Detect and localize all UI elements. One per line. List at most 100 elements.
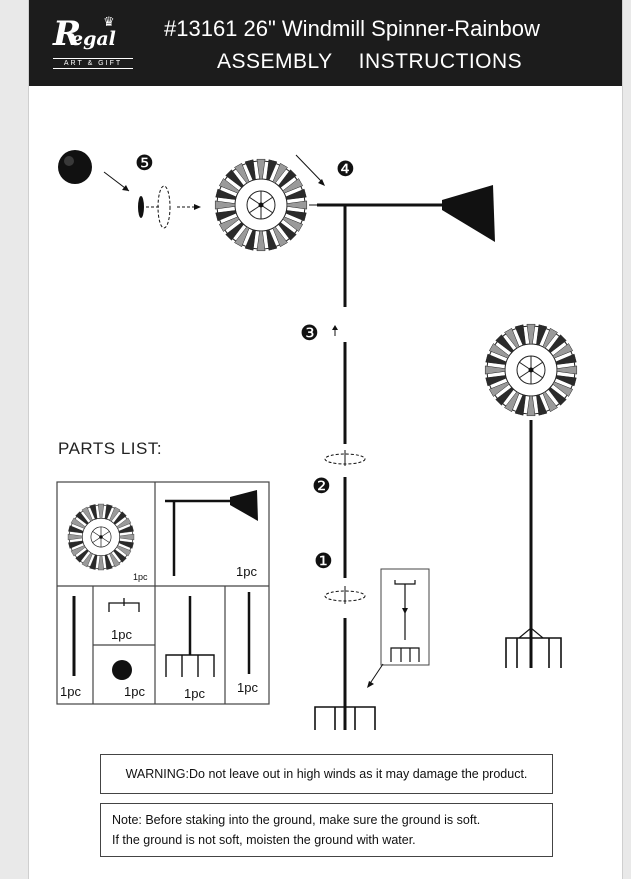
part-bracket: [108, 598, 140, 612]
blade: [286, 200, 308, 210]
blade: [278, 222, 297, 241]
brand-logo: R egal ♛ ART & GIFT: [53, 14, 133, 70]
logo-tagline: ART & GIFT: [53, 58, 133, 69]
blade: [104, 504, 113, 520]
qty-ball: 1pc: [124, 684, 145, 699]
washer: [138, 196, 144, 218]
blade: [113, 549, 127, 563]
blade: [75, 549, 89, 563]
blade: [218, 216, 240, 232]
assembly-diagram: [56, 150, 578, 730]
qty-tail-arm: 1pc: [236, 564, 257, 579]
step-4-marker: ❹: [336, 158, 355, 181]
qty-stake: 1pc: [184, 686, 205, 701]
blade: [81, 506, 93, 522]
blade: [285, 210, 307, 222]
crown-icon: ♛: [103, 14, 115, 29]
blade: [548, 334, 567, 353]
blade: [556, 365, 578, 375]
qty-bracket: 1pc: [111, 627, 132, 642]
blade: [526, 323, 536, 345]
part-ball: [112, 660, 132, 680]
subtitle-assembly: ASSEMBLY: [217, 50, 333, 73]
instruction-sheet: R egal ♛ ART & GIFT #13161 26" Windmill …: [28, 0, 623, 879]
blade: [234, 162, 250, 184]
blade: [70, 545, 86, 557]
blade: [272, 226, 288, 248]
blade: [256, 158, 266, 180]
blade: [215, 210, 237, 222]
qty-pole-1: 1pc: [60, 684, 81, 699]
blade: [68, 540, 84, 549]
blade: [244, 159, 256, 181]
note-line-1: Note: Before staking into the ground, ma…: [112, 813, 481, 827]
step-3-marker: ❸: [300, 322, 319, 345]
blade: [244, 229, 256, 251]
blade: [118, 525, 134, 534]
blade: [119, 533, 135, 541]
blade: [282, 216, 304, 232]
note-box: Note: Before staking into the ground, ma…: [100, 803, 553, 857]
part-wheel: [67, 503, 135, 571]
blade: [218, 178, 240, 194]
blade: [97, 555, 105, 571]
blade: [555, 375, 577, 387]
parts-list-title: PARTS LIST:: [58, 439, 163, 458]
part-stake: [165, 596, 215, 677]
logo-letter: R: [53, 14, 82, 54]
qty-pole-2: 1pc: [237, 680, 258, 695]
blade: [266, 229, 278, 251]
windmill-wheel-top: [214, 158, 308, 252]
product-title: #13161 26" Windmill Spinner-Rainbow: [164, 16, 540, 41]
subtitle-instructions: INSTRUCTIONS: [358, 50, 523, 73]
blade: [272, 162, 288, 184]
logo-wordmark: egal: [71, 28, 116, 50]
blade: [225, 169, 244, 188]
blade: [526, 395, 536, 417]
blade: [504, 327, 520, 349]
blade: [485, 375, 507, 387]
blade: [75, 511, 89, 525]
blade: [215, 188, 237, 200]
windmill-wheel-assembled: [484, 323, 578, 417]
blade: [266, 159, 278, 181]
blade: [81, 552, 93, 568]
blade: [495, 387, 514, 406]
blade: [225, 222, 244, 241]
blade: [282, 178, 304, 194]
blade: [109, 552, 121, 568]
blade: [542, 391, 558, 413]
blade: [89, 504, 98, 520]
blade: [214, 200, 236, 210]
qty-wheel: 1pc: [133, 572, 148, 582]
blade: [488, 343, 510, 359]
step-1-marker: ❶: [314, 550, 333, 573]
blade: [109, 506, 121, 522]
blade: [504, 391, 520, 413]
blade: [104, 554, 113, 570]
blade: [536, 324, 548, 346]
blade: [113, 511, 127, 525]
blade: [70, 517, 86, 529]
blade: [552, 343, 574, 359]
blade: [116, 517, 132, 529]
blade: [118, 540, 134, 549]
blade: [514, 324, 526, 346]
document-subtitle: ASSEMBLY INSTRUCTIONS: [217, 50, 522, 74]
step-5-marker: ❺: [135, 152, 154, 175]
blade: [485, 353, 507, 365]
part-tail-arm: [165, 490, 258, 576]
warning-box: WARNING:Do not leave out in high winds a…: [100, 754, 553, 794]
blade: [495, 334, 514, 353]
ball-cap: [58, 150, 92, 184]
blade: [542, 327, 558, 349]
blade: [256, 230, 266, 252]
blade: [536, 394, 548, 416]
blade: [234, 226, 250, 248]
blade: [68, 525, 84, 534]
blade: [97, 503, 105, 519]
blade: [484, 365, 506, 375]
tail-fin: [442, 185, 495, 242]
blade: [552, 381, 574, 397]
blade: [548, 387, 567, 406]
